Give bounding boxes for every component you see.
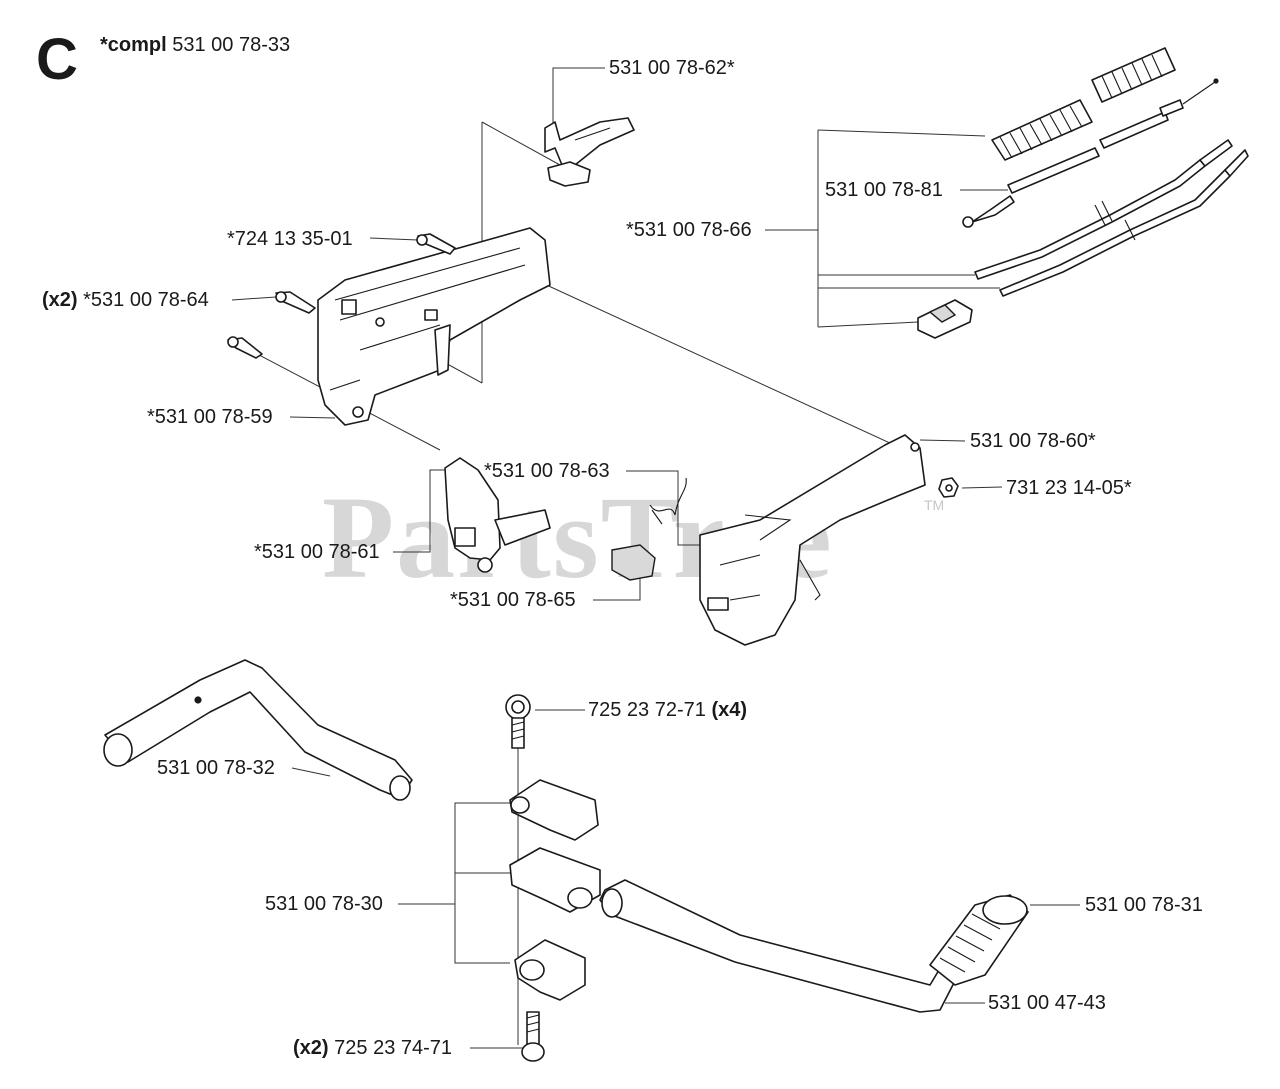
leader-66-spring bbox=[817, 129, 986, 137]
label-s725-74-qty: (x2) bbox=[293, 1037, 329, 1059]
leader-66-switch bbox=[817, 321, 919, 328]
leader-60 bbox=[919, 439, 966, 442]
grip-icon bbox=[929, 894, 1029, 986]
leader-bracket-30 bbox=[454, 802, 510, 964]
leader-59 bbox=[289, 416, 336, 419]
handle-bar-left-icon bbox=[103, 659, 413, 801]
label-p61: *531 00 78-61 bbox=[254, 541, 380, 563]
compl-part: 531 00 78-33 bbox=[172, 34, 291, 56]
clamp-bottom-icon bbox=[514, 939, 586, 1001]
screw-icon bbox=[505, 694, 531, 749]
leader-724 bbox=[369, 237, 419, 241]
button-icon bbox=[611, 544, 656, 581]
compl-part-number: *compl 531 00 78-33 bbox=[100, 34, 290, 56]
label-s724: *724 13 35-01 bbox=[227, 228, 353, 250]
screw-icon bbox=[521, 1011, 545, 1062]
section-letter: C bbox=[36, 27, 78, 92]
trigger-lockout-icon bbox=[444, 457, 551, 573]
label-n731: 731 23 14-05* bbox=[1006, 477, 1132, 499]
leader-frame-top bbox=[481, 121, 561, 166]
screw-icon bbox=[227, 336, 263, 359]
label-p64-qty: (x2) bbox=[42, 289, 78, 311]
leader-32 bbox=[291, 767, 331, 777]
label-p65: *531 00 78-65 bbox=[450, 589, 576, 611]
handle-housing-right-icon bbox=[699, 434, 926, 646]
leader-61 bbox=[393, 469, 455, 553]
watermark-tm: TM bbox=[924, 497, 945, 513]
label-p59: *531 00 78-59 bbox=[147, 406, 273, 428]
label-p62: 531 00 78-62* bbox=[609, 57, 735, 79]
label-p64-part: *531 00 78-64 bbox=[83, 289, 209, 311]
label-s725-72-part: 725 23 72-71 bbox=[588, 699, 706, 721]
label-p66: *531 00 78-66 bbox=[626, 219, 752, 241]
label-p31: 531 00 78-31 bbox=[1085, 894, 1203, 916]
leader-housing bbox=[539, 281, 906, 451]
throttle-trigger-icon bbox=[544, 117, 635, 187]
spring-icon bbox=[649, 477, 687, 525]
nut-icon bbox=[938, 477, 959, 498]
clamp-middle-icon bbox=[509, 847, 601, 913]
label-p64: (x2) *531 00 78-64 bbox=[42, 289, 209, 311]
handle-housing-left-icon bbox=[317, 227, 551, 426]
label-p60: 531 00 78-60* bbox=[970, 430, 1096, 452]
compl-prefix: *compl bbox=[100, 34, 167, 56]
label-s725-72: 725 23 72-71 (x4) bbox=[588, 699, 747, 721]
label-s725-74-part: 725 23 74-71 bbox=[334, 1037, 453, 1059]
label-s725-74: (x2) 725 23 74-71 bbox=[293, 1037, 452, 1059]
label-p81: 531 00 78-81 bbox=[825, 179, 943, 201]
label-p4743: 531 00 47-43 bbox=[988, 992, 1106, 1014]
handle-bar-right-icon bbox=[599, 879, 1001, 1013]
label-p63: *531 00 78-63 bbox=[484, 460, 610, 482]
leader-731 bbox=[961, 486, 1003, 489]
screw-icon bbox=[416, 233, 456, 255]
leader-63 bbox=[626, 470, 700, 546]
leader-64 bbox=[231, 296, 277, 301]
screw-icon bbox=[275, 291, 316, 314]
clamp-top-icon bbox=[509, 779, 599, 841]
label-p30: 531 00 78-30 bbox=[265, 893, 383, 915]
leader-p62 bbox=[552, 67, 605, 128]
label-s725-72-qty: (x4) bbox=[711, 699, 748, 721]
cable-assembly-icon bbox=[917, 47, 1249, 339]
label-p32: 531 00 78-32 bbox=[157, 757, 275, 779]
